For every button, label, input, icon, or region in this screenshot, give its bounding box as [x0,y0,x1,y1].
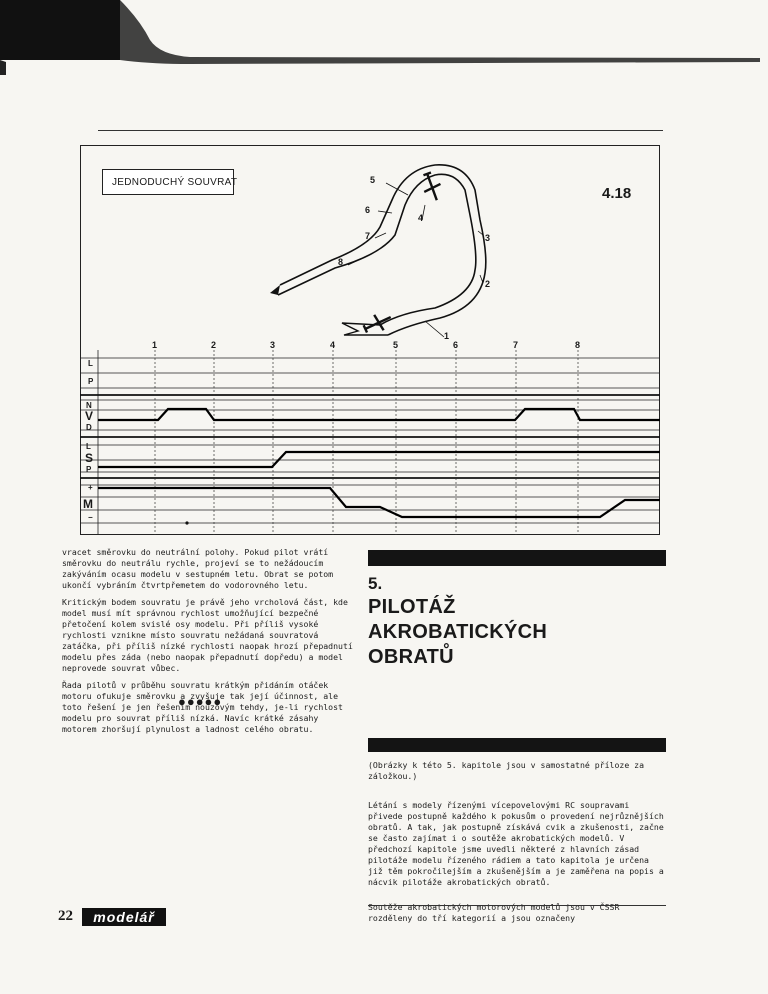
row-aileron-bottom: P [88,377,94,386]
column-label-6: 6 [453,340,459,350]
column-label-2: 2 [211,340,217,350]
left-column-text: vracet směrovku do neutrální polohy. Pok… [62,547,354,741]
figure-4-18: JEDNODUCHÝ SOUVRAT 4.18 5 6 4 7 3 8 2 1 [80,145,660,535]
paragraph-1: vracet směrovku do neutrální polohy. Pok… [62,547,334,590]
top-rule [98,130,663,131]
paragraph-intro: Létání s modely řízenými vícepovelovými … [368,800,664,887]
row-elevator-top: N [86,401,92,410]
paragraph-categories: Soutěže akrobatických motorových modelů … [368,902,620,923]
chapter-bar-top [368,550,666,566]
path-label-5: 5 [370,175,376,185]
scan-edge-artifact [0,0,760,75]
paragraph-2: Kritickým bodem souvratu je právě jeho v… [62,597,353,673]
figure-number: 4.18 [602,185,632,202]
magazine-logo: modelář [82,908,166,926]
row-motor-top: + [88,483,93,492]
row-motor-bottom: − [88,513,93,522]
row-rudder-letter: S [85,451,94,465]
path-label-1: 1 [444,331,450,341]
intro-note: (Obrázky k této 5. kapitole jsou v samos… [368,760,645,781]
figure-title: JEDNODUCHÝ SOUVRAT [102,169,237,195]
path-label-3: 3 [485,233,491,243]
control-timing-grid [80,350,660,535]
paragraph-3: Řada pilotů v průběhu souvratu krátkým p… [62,680,343,734]
column-label-1: 1 [152,340,158,350]
aircraft-entry [362,314,392,334]
path-label-4: 4 [418,213,424,223]
column-label-3: 3 [270,340,276,350]
row-aileron-top: L [88,359,93,368]
aircraft-top [423,171,441,201]
path-label-7: 7 [365,231,371,241]
chapter-title-line-2: AKROBATICKÝCH [368,621,548,643]
column-label-5: 5 [393,340,399,350]
section-separator: ●●●●● [178,694,223,709]
path-label-8: 8 [338,257,344,267]
path-label-6: 6 [365,205,371,215]
chapter-number: 5. [368,574,383,593]
flight-path-diagram [270,164,487,338]
row-motor-letter: M [83,497,93,511]
chapter-bar-bottom [368,738,666,752]
row-elevator-bottom: D [86,423,92,432]
bottom-rule [368,905,666,906]
row-rudder-top: L [86,442,91,451]
chapter-title: PILOTÁŽ AKROBATICKÝCH OBRATŮ [368,595,547,670]
path-label-2: 2 [485,279,491,289]
figure-frame [80,145,660,535]
column-label-8: 8 [575,340,581,350]
page-number: 22 [58,908,73,924]
chapter-title-line-3: OBRATŮ [368,646,454,668]
row-rudder-bottom: P [86,465,92,474]
right-column-text: (Obrázky k této 5. kapitole jsou v samos… [368,760,666,930]
column-label-7: 7 [513,340,519,350]
column-label-4: 4 [330,340,336,350]
chapter-title-line-1: PILOTÁŽ [368,596,456,618]
row-elevator-letter: V [85,409,94,423]
